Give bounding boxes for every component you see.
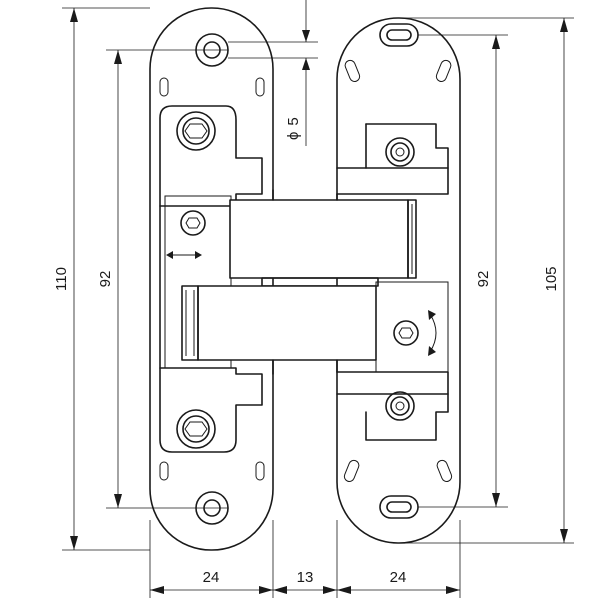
dimension-labels: 110 92 92 105 24 13 24 ϕ5 bbox=[53, 117, 560, 586]
left-bottom-screw-icon bbox=[176, 409, 216, 449]
overall-height-label: 110 bbox=[53, 267, 70, 291]
left-top-screw-icon bbox=[176, 111, 216, 151]
dimension-lines bbox=[62, 0, 574, 598]
left-adjust-screw-icon bbox=[180, 210, 206, 236]
diameter-label: ϕ5 bbox=[285, 117, 302, 140]
left-hole-spacing-label: 92 bbox=[97, 271, 114, 288]
diameter-value: 5 bbox=[285, 117, 302, 125]
bottom-left-width-label: 24 bbox=[203, 569, 220, 586]
hinge-mechanism bbox=[181, 189, 417, 375]
right-adjust-screw-icon bbox=[393, 320, 419, 346]
left-hinge-leaf bbox=[149, 7, 274, 551]
bottom-gap-label: 13 bbox=[297, 569, 314, 586]
right-top-screw-icon bbox=[385, 137, 415, 167]
rotation-adjust-arrow-icon bbox=[428, 310, 437, 356]
right-hole-spacing-label: 92 bbox=[475, 271, 492, 288]
horizontal-adjust-arrow-icon bbox=[166, 251, 202, 259]
right-hinge-leaf bbox=[336, 17, 461, 544]
diameter-symbol: ϕ bbox=[285, 132, 302, 140]
right-height-label: 105 bbox=[543, 266, 560, 291]
right-bottom-screw-icon bbox=[385, 391, 415, 421]
bottom-right-width-label: 24 bbox=[390, 569, 407, 586]
